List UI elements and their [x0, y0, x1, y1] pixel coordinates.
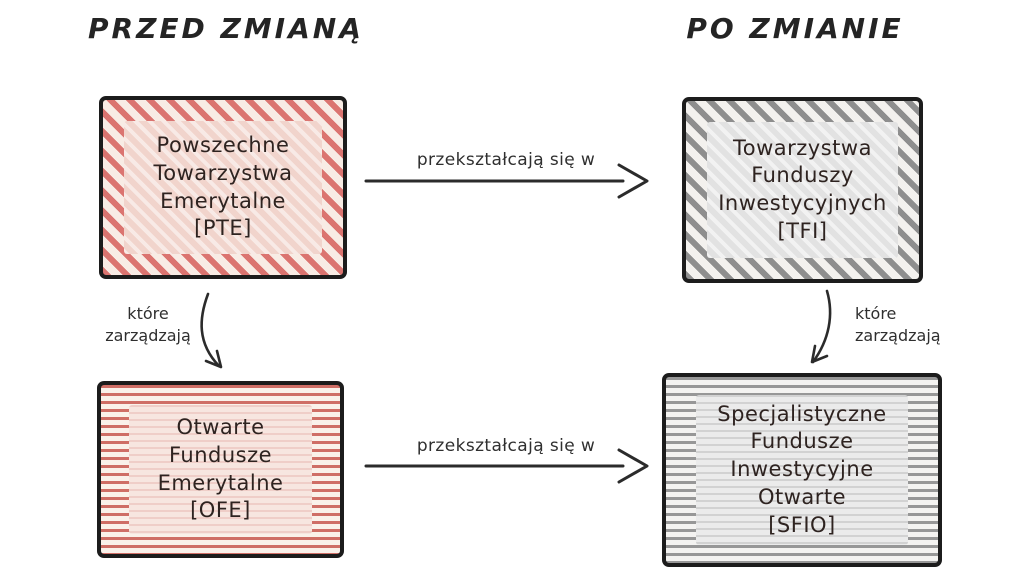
- box-pte: Powszechne Towarzystwa Emerytalne [PTE]: [99, 96, 347, 279]
- transform-label-top: przekształcają się w: [416, 150, 596, 170]
- column-title-after: PO ZMIANIE: [686, 12, 904, 45]
- manage-label-left: które zarządzają: [105, 304, 191, 345]
- box-tfi-label: Towarzystwa Funduszy Inwestycyjnych [TFI…: [718, 135, 887, 243]
- column-title-before: PRZED ZMIANĄ: [88, 12, 364, 45]
- box-ofe-label: Otwarte Fundusze Emerytalne [OFE]: [157, 415, 284, 523]
- box-pte-panel: Powszechne Towarzystwa Emerytalne [PTE]: [124, 121, 322, 254]
- box-ofe: Otwarte Fundusze Emerytalne [OFE]: [97, 381, 344, 558]
- box-tfi-panel: Towarzystwa Funduszy Inwestycyjnych [TFI…: [707, 122, 898, 258]
- box-sfio: Specjalistyczne Fundusze Inwestycyjne Ot…: [662, 373, 942, 567]
- box-sfio-label: Specjalistyczne Fundusze Inwestycyjne Ot…: [717, 401, 887, 537]
- box-sfio-panel: Specjalistyczne Fundusze Inwestycyjne Ot…: [696, 395, 908, 545]
- manage-label-right: które zarządzają: [855, 304, 941, 345]
- arrow-manage-left: [200, 292, 223, 369]
- box-ofe-panel: Otwarte Fundusze Emerytalne [OFE]: [129, 405, 312, 534]
- arrow-manage-right: [810, 289, 832, 364]
- box-pte-label: Powszechne Towarzystwa Emerytalne [PTE]: [153, 133, 293, 241]
- transform-label-bottom: przekształcają się w: [416, 436, 596, 456]
- box-tfi: Towarzystwa Funduszy Inwestycyjnych [TFI…: [682, 97, 923, 283]
